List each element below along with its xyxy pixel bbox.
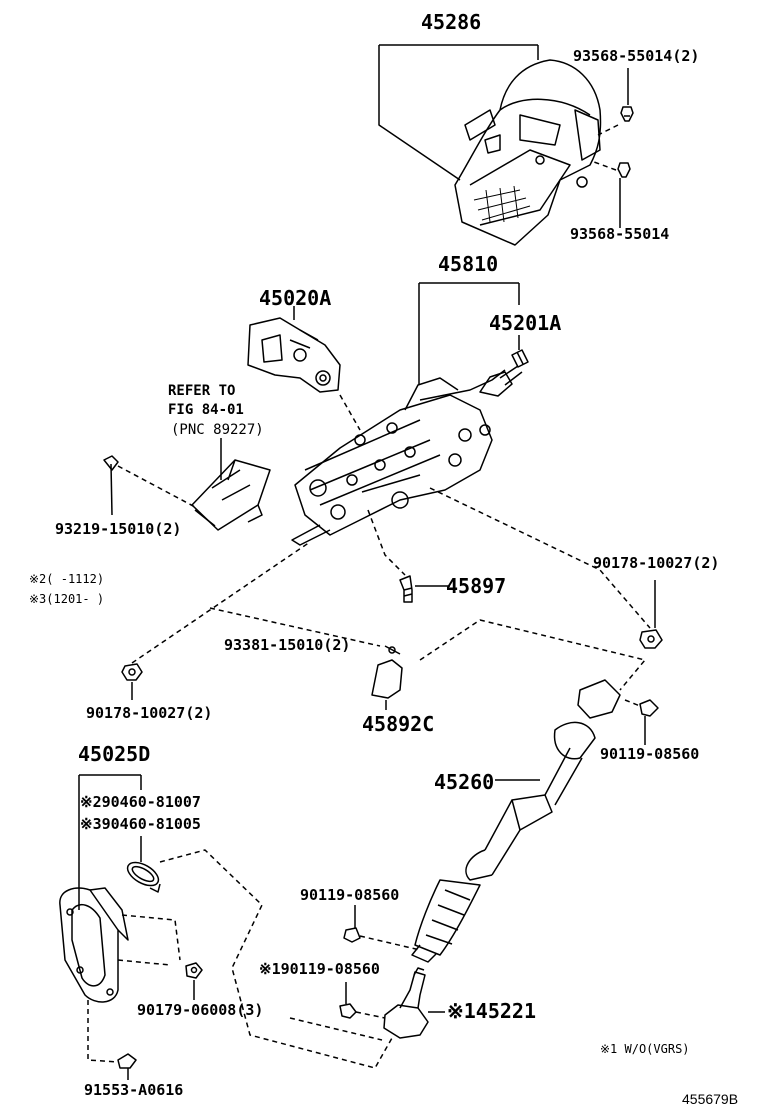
part-label-93568-55014: 93568-55014 bbox=[570, 225, 670, 243]
steering-column-45810[interactable] bbox=[291, 365, 523, 546]
bolt-90119-08560-mid[interactable] bbox=[343, 927, 361, 943]
part-label-45286: 45286 bbox=[421, 10, 482, 34]
note-3-range: ※3(1201- ) bbox=[29, 592, 105, 606]
screw-93568-55014-top[interactable] bbox=[620, 106, 634, 122]
nut-90178-10027-right[interactable] bbox=[639, 629, 663, 649]
part-label-90178-10027-right: 90178-10027(2) bbox=[593, 554, 720, 572]
part-label-45810: 45810 bbox=[438, 252, 499, 276]
part-label-93381-15010: 93381-15010(2) bbox=[224, 636, 351, 654]
part-label-90119-08560-mid: 90119-08560 bbox=[300, 886, 400, 904]
part-label-93568-55014-2: 93568-55014(2) bbox=[573, 47, 700, 65]
part-label-93219-15010: 93219-15010(2) bbox=[55, 520, 182, 538]
part-label-90460-81007: ※290460-81007 bbox=[80, 793, 201, 811]
refer-to-text: REFER TO bbox=[168, 383, 236, 399]
part-label-45201A: 45201A bbox=[489, 311, 562, 335]
part-label-45221: ※145221 bbox=[447, 999, 537, 1023]
bolt-91553-A0616[interactable] bbox=[117, 1053, 137, 1069]
boot-45025D[interactable] bbox=[59, 887, 129, 1003]
bolt-45897[interactable] bbox=[399, 575, 413, 603]
ecu-89227[interactable] bbox=[191, 459, 271, 531]
bracket-45020A[interactable] bbox=[247, 317, 341, 393]
nut-90179-06008[interactable] bbox=[185, 962, 203, 979]
refer-fig-text: FIG 84-01 bbox=[168, 402, 244, 418]
intermediate-shaft-45260[interactable] bbox=[411, 679, 621, 963]
bolt-90119-08560-right[interactable] bbox=[639, 699, 659, 717]
refer-pnc-text: (PNC 89227) bbox=[171, 422, 264, 438]
column-cover-45286[interactable] bbox=[454, 59, 602, 246]
part-label-90119-08560-note1: ※190119-08560 bbox=[259, 960, 380, 978]
nut-90178-10027-left[interactable] bbox=[121, 663, 143, 681]
screw-93219-15010[interactable] bbox=[103, 455, 119, 516]
clamp-90460[interactable] bbox=[124, 858, 162, 893]
part-label-90179-06008: 90179-06008(3) bbox=[137, 1001, 264, 1019]
part-label-91553-A0616: 91553-A0616 bbox=[84, 1081, 184, 1099]
figure-id: 455679B bbox=[682, 1091, 739, 1107]
part-label-90119-08560-right: 90119-08560 bbox=[600, 745, 700, 763]
part-label-45260: 45260 bbox=[434, 770, 495, 794]
part-label-90178-10027-left: 90178-10027(2) bbox=[86, 704, 213, 722]
bushing-45201A[interactable] bbox=[511, 349, 529, 368]
bolt-90119-08560-note1[interactable] bbox=[339, 1003, 357, 1019]
yoke-45221[interactable] bbox=[383, 967, 429, 1039]
screw-93568-55014-bottom[interactable] bbox=[617, 162, 631, 178]
part-label-45020A: 45020A bbox=[259, 286, 332, 310]
note-2-range: ※2( -1112) bbox=[29, 572, 105, 586]
part-label-45025D: 45025D bbox=[78, 742, 151, 766]
note-1-vgrs: ※1 W/O(VGRS) bbox=[600, 1042, 690, 1056]
part-label-45897: 45897 bbox=[446, 574, 507, 598]
bracket-45892C[interactable] bbox=[371, 645, 403, 699]
part-label-45892C: 45892C bbox=[362, 712, 435, 736]
part-label-90460-81005: ※390460-81005 bbox=[80, 815, 201, 833]
